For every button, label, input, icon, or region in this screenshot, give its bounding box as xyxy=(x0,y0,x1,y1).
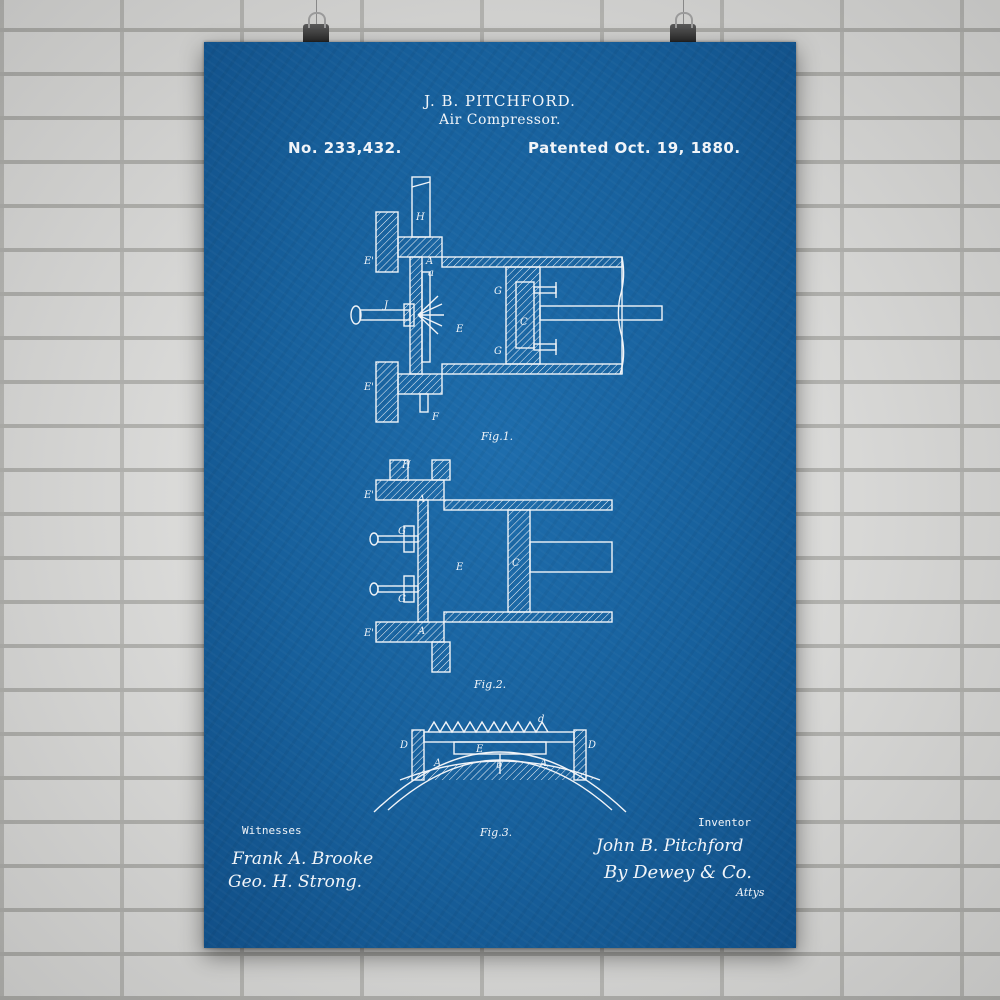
patent-date: Patented Oct. 19, 1880. xyxy=(528,139,741,157)
fig3-label-d-left: D xyxy=(399,740,408,751)
fig2-label-c: C xyxy=(512,558,520,569)
fig1-label-e-prime-bottom: E' xyxy=(363,382,374,393)
binder-clip-right-icon xyxy=(670,12,696,46)
figure-1-caption: Fig.1. xyxy=(481,430,514,443)
fig2-label-e-prime-top: E' xyxy=(363,490,374,501)
witness-signature-2: Geo. H. Strong. xyxy=(228,872,363,892)
fig1-label-h: H xyxy=(415,212,425,223)
poster-texture xyxy=(204,42,796,948)
fig1-label-e-prime-top: E' xyxy=(363,256,374,267)
fig1-label-g-bottom: G xyxy=(494,346,502,357)
attorney-signature: By Dewey & Co. xyxy=(604,862,752,883)
fig3-label-b: b xyxy=(496,760,502,771)
fig1-label-c: C xyxy=(520,317,528,328)
fig1-label-j: J xyxy=(382,300,389,311)
figure-3-drawing xyxy=(373,720,627,813)
fig2-label-a-bottom: A xyxy=(417,626,425,637)
attorney-abbreviation: Attys xyxy=(736,886,765,899)
fig2-label-a-top: A xyxy=(417,494,425,505)
inventor-label: Inventor xyxy=(698,816,751,829)
fig1-label-g-top: G xyxy=(494,286,502,297)
fig2-label-e: E xyxy=(455,562,464,573)
patent-title: Air Compressor. xyxy=(439,112,561,128)
patent-number: No. 233,432. xyxy=(288,139,402,157)
witness-signature-1: Frank A. Brooke xyxy=(232,849,374,869)
figure-2-labels: H E' A G E C G E' A xyxy=(363,460,520,639)
fig1-label-a: A xyxy=(425,256,433,267)
fig3-label-e: E xyxy=(475,744,484,755)
fig2-label-g-bottom: G xyxy=(398,594,406,605)
figure-3-caption: Fig.3. xyxy=(480,826,513,839)
figure-1-drawing xyxy=(350,176,663,423)
witnesses-label: Witnesses xyxy=(242,824,302,837)
figure-2-drawing xyxy=(369,459,613,673)
inventor-signature: John B. Pitchford xyxy=(596,836,744,856)
figure-3-labels: d D D E A b A xyxy=(399,714,596,771)
fig3-label-a-right: A xyxy=(539,758,547,769)
fig2-label-e-prime-bottom: E' xyxy=(363,628,374,639)
figure-1-labels: H E' A a G J E C G E' F xyxy=(363,212,528,423)
fig3-label-a-left: A xyxy=(433,758,441,769)
fig3-label-d-right: D xyxy=(587,740,596,751)
fig2-label-g-top: G xyxy=(398,526,406,537)
patent-drawings: H E' A a G J E C G E' F H E' A G E C G E… xyxy=(350,176,663,813)
fig1-label-e: E xyxy=(455,324,464,335)
patent-poster: J. B. PITCHFORD. Air Compressor. No. 233… xyxy=(204,42,796,948)
fig3-label-d-small: d xyxy=(538,714,544,725)
binder-clip-left-icon xyxy=(303,12,329,46)
fig2-label-h: H xyxy=(401,460,411,471)
fig1-label-a-small: a xyxy=(428,268,434,279)
figure-2-caption: Fig.2. xyxy=(474,678,507,691)
fig1-label-f: F xyxy=(431,412,440,423)
patent-inventor-name: J. B. PITCHFORD. xyxy=(424,92,576,110)
